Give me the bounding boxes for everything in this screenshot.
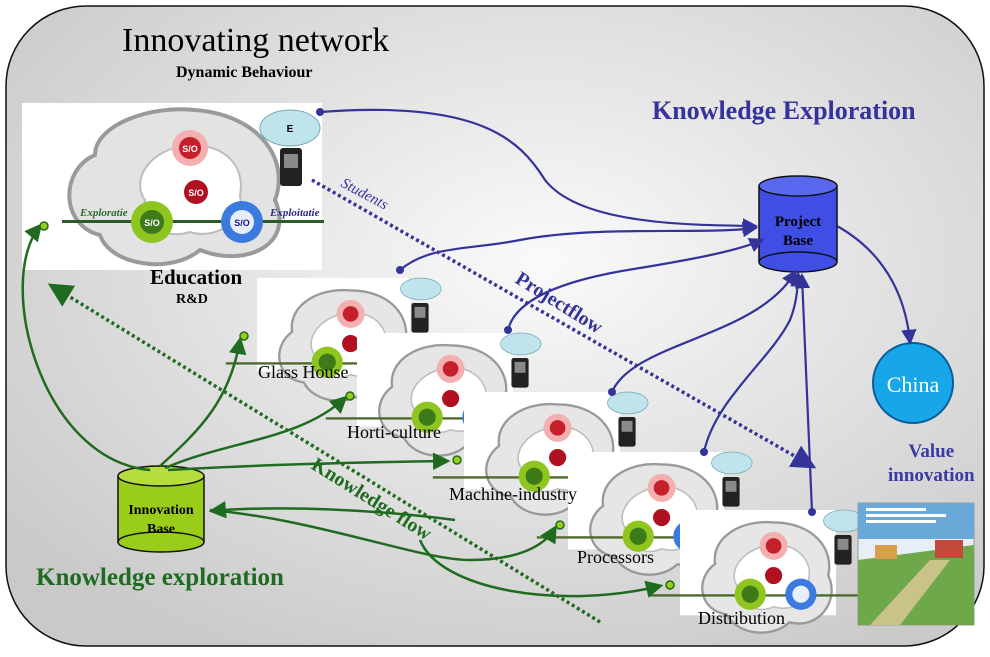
knowledgeflow-dotted-arrow <box>47 283 601 624</box>
education-knot: S/O S/O S/O S/O E Exploratie Exploitatie <box>22 103 324 270</box>
arrow-to-innovation-base <box>208 501 456 522</box>
value-innovation-book-image <box>857 502 975 626</box>
knot-label-so-right: S/O <box>234 218 250 228</box>
arrow-education-to-project <box>319 108 759 234</box>
knot-distribution <box>647 508 884 634</box>
knot-label-e: E <box>287 124 294 135</box>
blue-arrows <box>319 108 917 513</box>
knot-label-so-top: S/O <box>182 144 198 154</box>
distribution-label: Distribution <box>698 608 785 628</box>
green-arrow-dots <box>39 221 675 590</box>
arrow-innovation-to-education <box>21 223 151 472</box>
arrow-machine-to-project <box>610 269 797 393</box>
horti-culture-label: Horti-culture <box>347 422 441 442</box>
knot-label-so-mid: S/O <box>188 188 204 198</box>
arrow-to-distribution <box>418 539 664 598</box>
arrow-innovation-to-horti <box>164 395 348 470</box>
project-base-label-2: Base <box>783 233 813 249</box>
knot-label-exploitatie: Exploitatie <box>269 207 320 219</box>
innovation-base-database: Innovation Base <box>117 465 205 553</box>
projectflow-dotted-arrow <box>311 178 817 469</box>
machine-industry-label: Machine-industry <box>449 484 577 504</box>
arrow-distribution-to-project <box>794 272 814 513</box>
arrow-horti-to-project <box>506 238 765 331</box>
project-base-label-1: Project <box>775 214 821 230</box>
arrow-innovation-to-glasshouse <box>159 336 247 467</box>
glass-house-label: Glass House <box>258 362 349 382</box>
knowledge-exploration-bottom-heading: Knowledge exploration <box>36 564 284 591</box>
diagram-subtitle: Dynamic Behaviour <box>176 64 313 81</box>
value-innovation-line-1: Value <box>908 441 955 462</box>
knowledge-exploration-top-heading: Knowledge Exploration <box>652 96 916 125</box>
value-innovation-line-2: innovation <box>888 465 975 486</box>
arrow-innovation-to-machine <box>167 452 451 472</box>
knot-label-so-left: S/O <box>144 218 160 228</box>
innovation-base-label-2: Base <box>147 522 175 537</box>
arrow-innovation-to-processors <box>209 508 557 562</box>
arrow-project-to-china <box>836 225 917 346</box>
rnd-label: R&D <box>176 292 208 307</box>
diagram-title: Innovating network <box>122 22 390 59</box>
arrow-processors-to-project <box>702 270 806 453</box>
blue-arrow-dots <box>316 108 816 516</box>
knot-label-exploratie: Exploratie <box>79 207 128 219</box>
project-base-database: Project Base <box>758 175 838 273</box>
innovation-base-label-1: Innovation <box>128 503 194 518</box>
china-label: China <box>887 372 940 397</box>
green-arrows <box>21 223 664 598</box>
processors-label: Processors <box>577 547 654 567</box>
value-innovation-label: Value innovation <box>888 440 975 488</box>
education-label: Education <box>150 265 243 289</box>
